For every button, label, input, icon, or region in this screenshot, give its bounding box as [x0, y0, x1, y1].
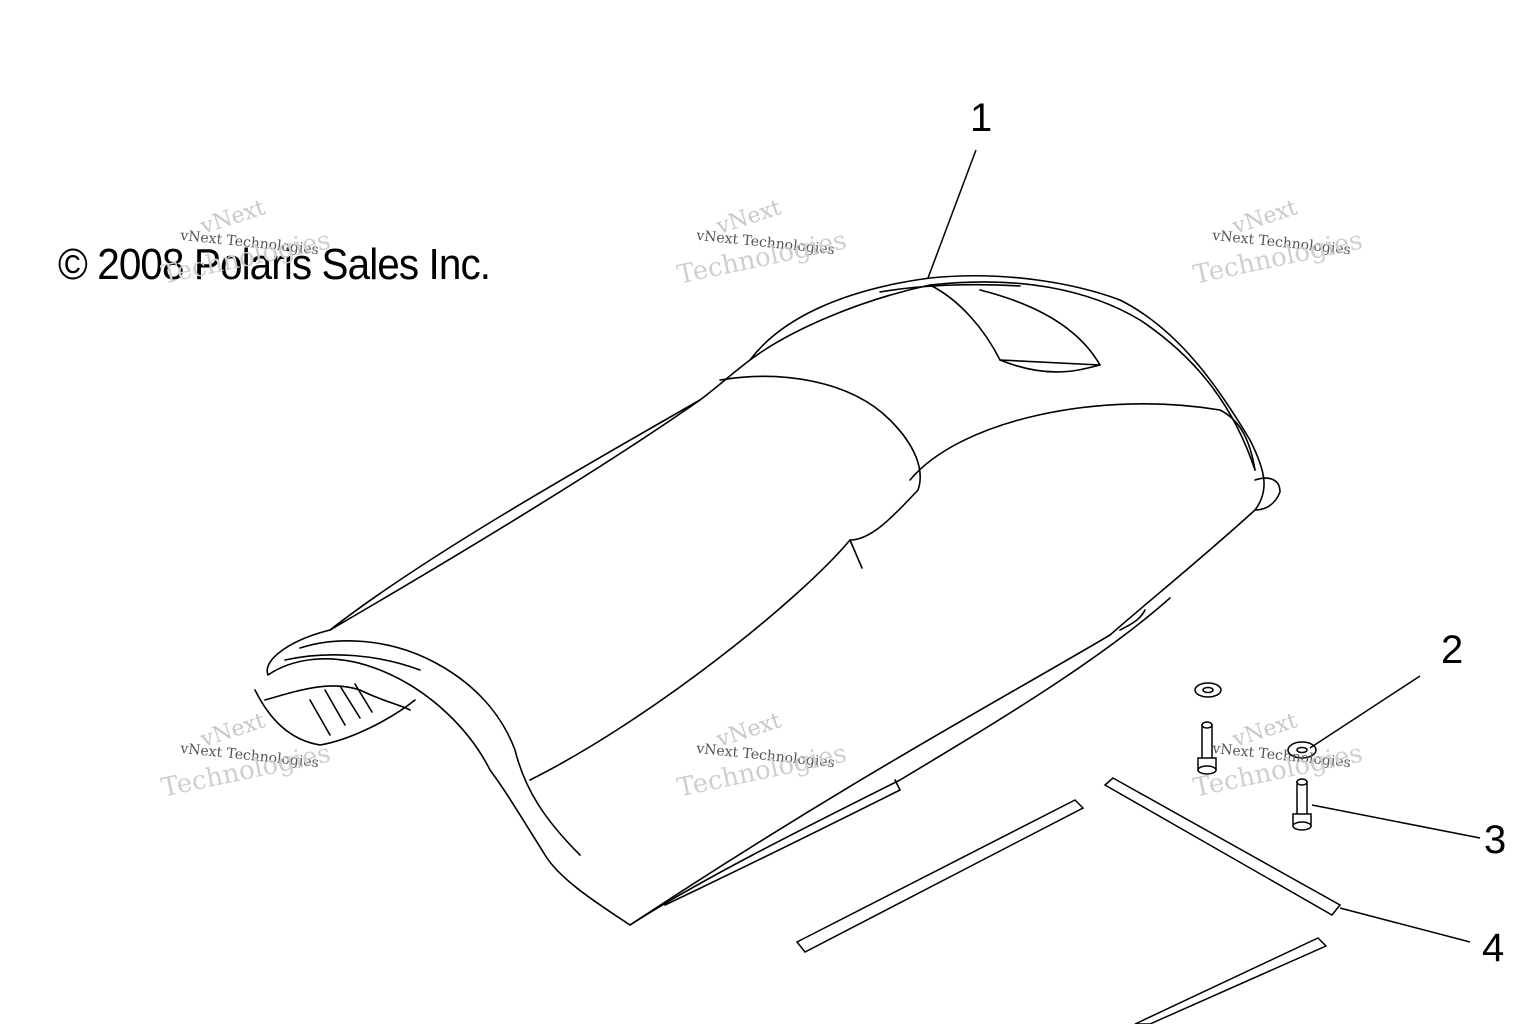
- callout-2: 2: [1441, 628, 1464, 672]
- copyright-notice: © 2008 Polaris Sales Inc.: [58, 240, 491, 289]
- leader-4: [1339, 907, 1471, 943]
- washer-top: [1194, 682, 1222, 698]
- leader-3: [1311, 804, 1481, 839]
- callout-1: 1: [970, 96, 993, 140]
- bolt-left: [1197, 721, 1217, 775]
- washer-2: [1287, 741, 1317, 759]
- callout-4: 4: [1482, 926, 1505, 970]
- seat-outline: [266, 274, 1265, 926]
- callout-3: 3: [1484, 818, 1507, 862]
- leader-2: [1309, 675, 1421, 749]
- seat-rear-hump: [749, 281, 1256, 471]
- strips-4: [795, 777, 1342, 1024]
- leader-1: [927, 149, 977, 279]
- bolt-3: [1292, 778, 1312, 831]
